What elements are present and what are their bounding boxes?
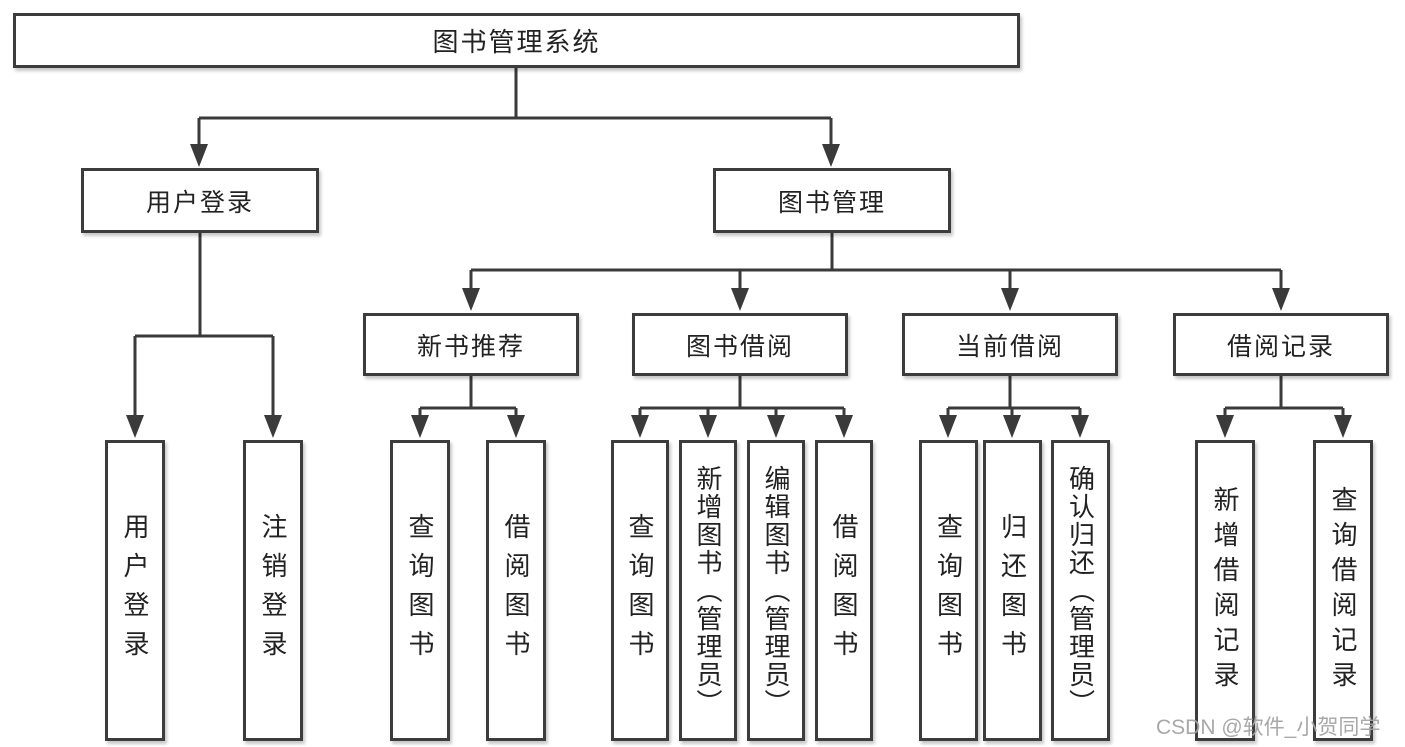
node-current-confirm-return-admin: 确认归还（管理员） <box>1051 440 1110 741</box>
node-borrowing-add-books-admin: 新增图书（管理员） <box>679 440 737 741</box>
node-current-borrowing: 当前借阅 <box>902 313 1118 376</box>
node-label: 借阅记录 <box>1226 332 1335 361</box>
node-book-management: 图书管理 <box>713 168 951 233</box>
node-library-system-root: 图书管理系统 <box>13 13 1020 68</box>
node-label: 查询图书 <box>405 512 435 669</box>
node-borrowing-borrow-books: 借阅图书 <box>815 440 873 741</box>
node-label: 确认归还（管理员） <box>1065 464 1096 717</box>
node-label: 用户登录 <box>120 512 150 669</box>
node-label: 归还图书 <box>997 512 1028 669</box>
node-label: 查询图书 <box>625 512 655 669</box>
node-user-login: 用户登录 <box>81 168 319 233</box>
node-label: 图书管理系统 <box>432 27 601 57</box>
node-label: 当前借阅 <box>955 332 1064 361</box>
node-recommend-borrow-books: 借阅图书 <box>486 440 546 741</box>
node-label: 查询借阅记录 <box>1328 485 1358 696</box>
node-label: 图书借阅 <box>685 332 794 361</box>
node-recommend-query-books: 查询图书 <box>390 440 450 741</box>
node-current-return-books: 归还图书 <box>983 440 1042 741</box>
node-label: 注销登录 <box>258 512 288 669</box>
node-records-add-record: 新增借阅记录 <box>1195 440 1255 741</box>
node-new-book-recommendation: 新书推荐 <box>363 313 579 376</box>
node-current-query-books: 查询图书 <box>919 440 978 741</box>
node-user-login-leaf: 用户登录 <box>105 440 165 741</box>
node-label: 编辑图书（管理员） <box>761 464 791 717</box>
node-records-query-record: 查询借阅记录 <box>1313 440 1373 741</box>
node-logout-leaf: 注销登录 <box>243 440 303 741</box>
node-label: 用户登录 <box>145 188 254 217</box>
node-borrowing-edit-books-admin: 编辑图书（管理员） <box>747 440 805 741</box>
node-book-borrowing: 图书借阅 <box>632 313 848 376</box>
node-label: 图书管理 <box>777 188 886 217</box>
node-borrowing-query-books: 查询图书 <box>611 440 669 741</box>
node-label: 新增借阅记录 <box>1210 485 1240 696</box>
node-label: 借阅图书 <box>829 512 859 669</box>
node-label: 借阅图书 <box>501 512 531 669</box>
csdn-watermark: CSDN @软件_小贺同学 <box>1156 716 1381 739</box>
node-label: 新增图书（管理员） <box>693 464 723 717</box>
node-label: 查询图书 <box>933 512 964 669</box>
node-label: 新书推荐 <box>416 332 525 361</box>
node-borrowing-records: 借阅记录 <box>1173 313 1389 376</box>
